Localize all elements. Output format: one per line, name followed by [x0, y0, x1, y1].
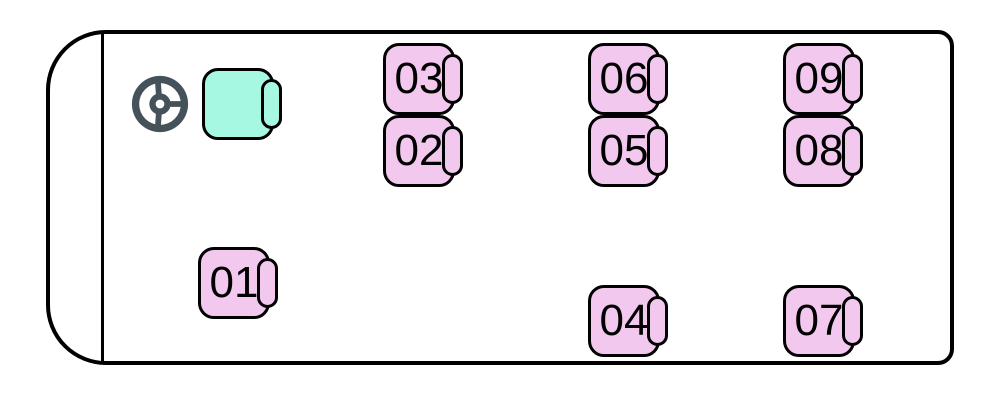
seat-03[interactable]: 03 [383, 43, 463, 115]
steering-wheel-icon [129, 73, 191, 135]
driver-seat [202, 68, 282, 140]
seat-number: 09 [794, 54, 844, 103]
seat-02[interactable]: 02 [383, 115, 463, 187]
seat-armrest [442, 54, 463, 104]
seat-armrest [647, 296, 668, 346]
seat-number: 02 [394, 126, 444, 175]
seat-04[interactable]: 04 [588, 285, 668, 357]
seat-armrest [261, 79, 282, 129]
seat-armrest [647, 126, 668, 176]
seat-08[interactable]: 08 [783, 115, 863, 187]
seat-09[interactable]: 09 [783, 43, 863, 115]
seat-armrest [257, 258, 278, 308]
driver-cab-divider [101, 33, 104, 362]
seat-number: 05 [599, 126, 649, 175]
seat-05[interactable]: 05 [588, 115, 668, 187]
seat-armrest [442, 126, 463, 176]
seat-number: 01 [209, 258, 259, 307]
seat-armrest [842, 296, 863, 346]
seat-number: 06 [599, 54, 649, 103]
seat-armrest [647, 54, 668, 104]
seat-number: 03 [394, 54, 444, 103]
seat-07[interactable]: 07 [783, 285, 863, 357]
seat-01[interactable]: 01 [198, 247, 278, 319]
seat-armrest [842, 126, 863, 176]
seat-armrest [842, 54, 863, 104]
seat-06[interactable]: 06 [588, 43, 668, 115]
seat-number: 07 [794, 296, 844, 345]
seat-number: 08 [794, 126, 844, 175]
seat-number: 04 [599, 296, 649, 345]
